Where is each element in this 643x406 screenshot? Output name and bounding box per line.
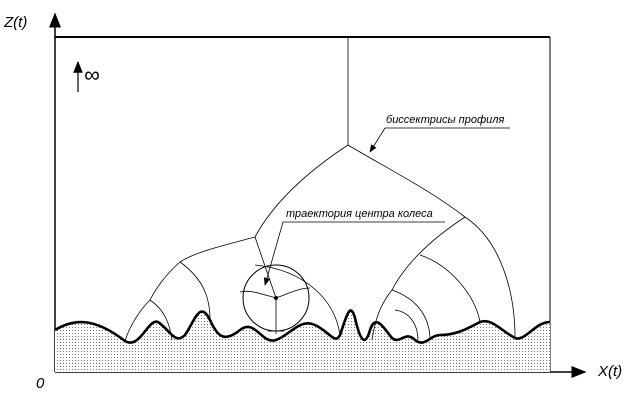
bisector-leader xyxy=(369,127,510,153)
origin-label: 0 xyxy=(36,375,45,392)
bisectors-annotation: биссектрисы профиля xyxy=(386,114,505,126)
x-axis-label: X(t) xyxy=(598,363,623,380)
road-profile xyxy=(54,309,551,344)
profile-bisectors xyxy=(124,37,516,342)
ground-fill xyxy=(55,310,550,372)
z-axis-label: Z(t) xyxy=(4,14,28,31)
trajectory-leader xyxy=(263,221,445,286)
infinity-label: ∞ xyxy=(84,62,100,87)
wheel-trajectory-annotation: траектория центра колеса xyxy=(286,208,433,220)
